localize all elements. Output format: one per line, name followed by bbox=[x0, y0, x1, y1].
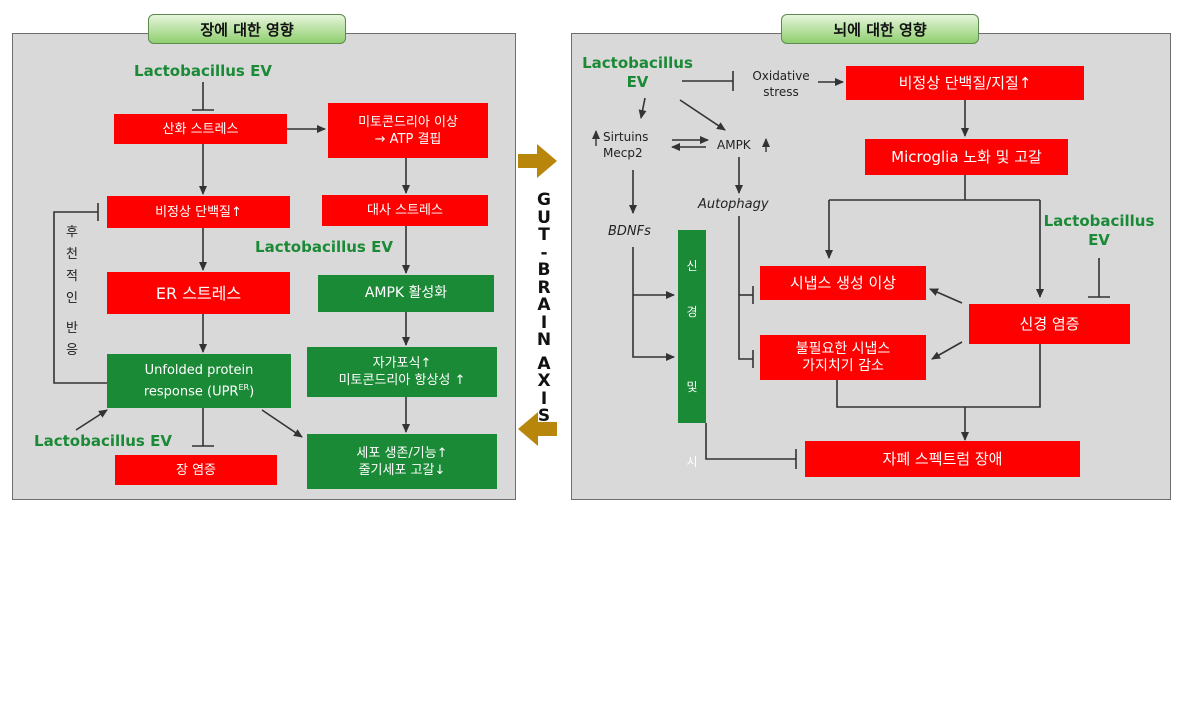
axis-char: G bbox=[537, 190, 551, 210]
neuro-gap bbox=[678, 347, 706, 353]
acquired-char: 응 bbox=[66, 343, 78, 358]
neuroinflammation-box: 신경 염증 bbox=[969, 304, 1130, 344]
axis-char: R bbox=[537, 277, 551, 298]
neuro-char: 신 bbox=[686, 259, 698, 273]
neuro-char: 성 bbox=[686, 668, 698, 682]
neuro-char: 시 bbox=[686, 455, 698, 469]
ampk-activation-box: AMPK 활성화 bbox=[318, 275, 494, 312]
autophagy-label: Autophagy bbox=[698, 197, 769, 212]
synapse-abnormal-box: 시냅스 생성 이상 bbox=[760, 266, 926, 300]
gut-to-brain-arrow bbox=[518, 144, 557, 178]
axis-char: S bbox=[537, 406, 551, 426]
acquired-char: 인 bbox=[66, 291, 78, 306]
neuro-char: 냅 bbox=[686, 501, 698, 515]
neuro-gap bbox=[678, 422, 706, 428]
brain-to-gut-arrow bbox=[518, 412, 557, 446]
lactobacillus-ev-bottom: Lactobacillus EV bbox=[34, 432, 172, 450]
axis-char: T bbox=[538, 225, 550, 245]
lactobacillus-ev-brain-top: Lactobacillus EV bbox=[582, 54, 693, 91]
gut-inflammation-box: 장 염증 bbox=[115, 455, 277, 485]
neuro-synapse-box: 신 경 및 시 냅 스 생 성 bbox=[678, 230, 706, 682]
neuro-gap bbox=[678, 589, 706, 595]
axis-char: U bbox=[537, 207, 551, 228]
acquired-char: 반 bbox=[66, 321, 78, 336]
acquired-char: 후 bbox=[66, 225, 78, 240]
lactobacillus-ev-top: Lactobacillus EV bbox=[134, 62, 272, 80]
asd-box: 자폐 스펙트럼 장애 bbox=[805, 441, 1080, 477]
upr-box: Unfolded protein response (UPRER) bbox=[107, 354, 291, 408]
lactobacillus-ev-brain-right: Lactobacillus EV bbox=[1043, 212, 1155, 249]
axis-char: I bbox=[540, 388, 548, 409]
acquired-char: 천 bbox=[66, 247, 78, 262]
acquired-gap bbox=[62, 310, 82, 318]
axis-char: - bbox=[540, 242, 548, 263]
lactobacillus-ev-middle: Lactobacillus EV bbox=[255, 238, 393, 256]
microglia-box: Microglia 노화 및 고갈 bbox=[865, 139, 1068, 175]
er-stress-box: ER 스트레스 bbox=[107, 272, 290, 314]
ampk-label: AMPK bbox=[717, 138, 751, 152]
abnormal-protein-lipid-box: 비정상 단백질/지질↑ bbox=[846, 66, 1084, 100]
acquired-response-label: 후 천 적 인 반 응 bbox=[62, 222, 82, 362]
axis-char: B bbox=[537, 260, 551, 280]
upr-text: Unfolded protein response (UPR bbox=[143, 362, 254, 400]
acquired-char: 적 bbox=[66, 269, 78, 284]
mitochondria-abnormal-box: 미토콘드리아 이상 → ATP 결핍 bbox=[328, 103, 488, 158]
axis-char: N bbox=[536, 330, 552, 350]
upr-superscript: ER bbox=[238, 382, 250, 392]
axis-char: X bbox=[537, 371, 551, 391]
axis-char: A bbox=[537, 353, 551, 374]
neuro-char: 스 bbox=[686, 547, 698, 561]
bdnfs-label: BDNFs bbox=[608, 224, 651, 239]
pruning-decrease-box: 불필요한 시냅스 가지치기 감소 bbox=[760, 335, 926, 380]
sirtuins-mecp2-label: Sirtuins Mecp2 bbox=[603, 130, 649, 160]
upr-text-end: ) bbox=[249, 384, 255, 400]
oxidative-stress-box: 산화 스트레스 bbox=[114, 114, 287, 144]
neuro-char: 및 bbox=[686, 380, 698, 394]
oxidative-stress-label: Oxidative stress bbox=[752, 69, 810, 99]
abnormal-protein-box: 비정상 단백질↑ bbox=[107, 196, 290, 228]
diagram-connectors bbox=[53, 71, 1110, 469]
axis-char: I bbox=[540, 312, 548, 333]
gut-brain-axis-label: G U T - B R A I N A X I S bbox=[532, 190, 556, 426]
metabolic-stress-box: 대사 스트레스 bbox=[322, 195, 488, 226]
gut-effects-title: 장에 대한 영향 bbox=[148, 14, 346, 44]
cell-survival-box: 세포 생존/기능↑ 줄기세포 고갈↓ bbox=[307, 434, 497, 489]
neuro-char: 생 bbox=[686, 622, 698, 636]
neuro-char: 경 bbox=[686, 305, 698, 319]
axis-char: A bbox=[537, 295, 551, 315]
brain-effects-title: 뇌에 대한 영향 bbox=[781, 14, 979, 44]
autophagy-box: 자가포식↑ 미토콘드리아 항상성 ↑ bbox=[307, 347, 497, 397]
